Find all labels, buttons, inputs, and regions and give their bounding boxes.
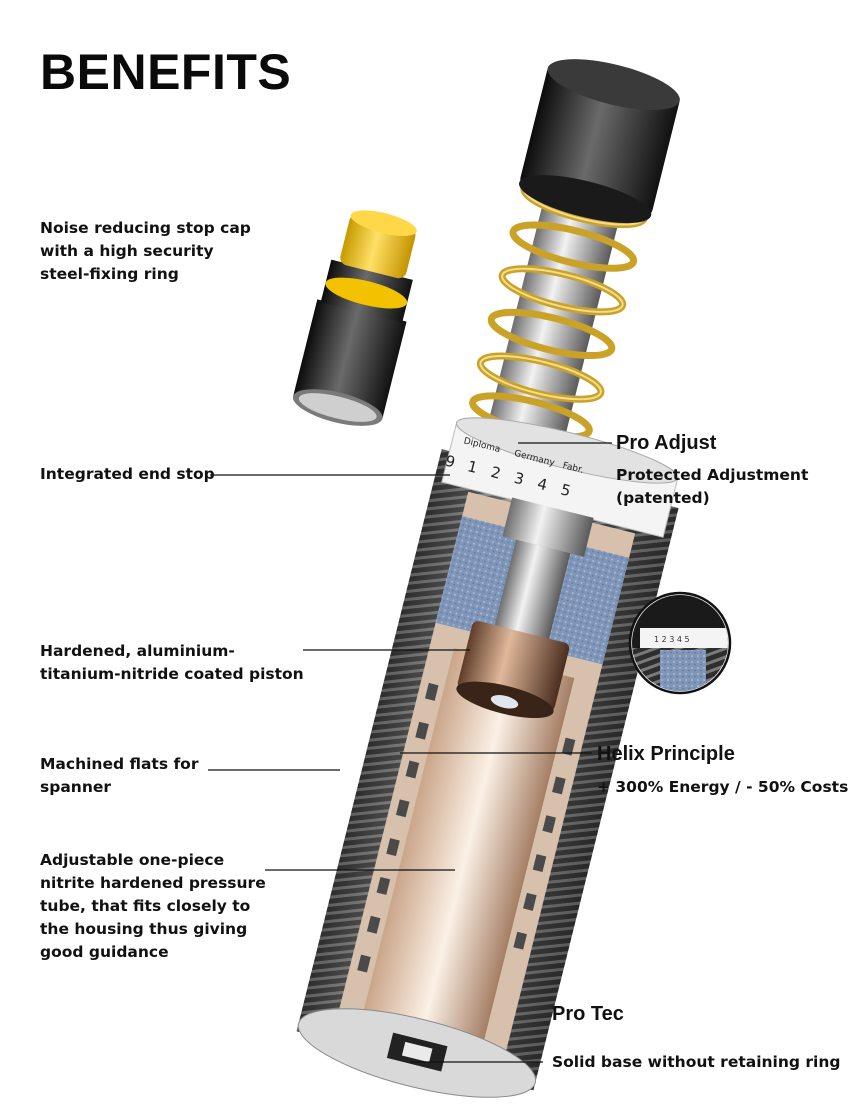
label-stop-cap-line: Noise reducing stop cap bbox=[40, 219, 251, 237]
helix-subtitle: + 300% Energy / - 50% Costs bbox=[597, 778, 848, 796]
main-body bbox=[296, 417, 679, 1098]
pro-adjust-subtitle: Protected Adjustment (patented) bbox=[616, 464, 808, 510]
stop-cap-part bbox=[292, 210, 417, 426]
label-pressure-tube-line: tube, that fits closely to bbox=[40, 897, 251, 915]
inset-scale-numbers: 1 2 3 4 5 bbox=[654, 635, 690, 644]
pro-adjust-subtitle-line: Protected Adjustment bbox=[616, 466, 809, 484]
label-base: Solid base without retaining ring bbox=[552, 1053, 841, 1071]
label-end-stop: Integrated end stop bbox=[40, 463, 215, 486]
label-piston-line: Hardened, aluminium- bbox=[40, 642, 235, 660]
label-piston: Hardened, aluminium- titanium-nitride co… bbox=[40, 640, 304, 686]
label-stop-cap: Noise reducing stop cap with a high secu… bbox=[40, 217, 251, 286]
pro-adjust-subtitle-line: (patented) bbox=[616, 489, 710, 507]
helix-heading: Helix Principle bbox=[597, 743, 735, 765]
label-pressure-tube-line: good guidance bbox=[40, 943, 169, 961]
label-pressure-tube-line: Adjustable one-piece bbox=[40, 851, 225, 869]
label-stop-cap-line: with a high security bbox=[40, 242, 214, 260]
scale-number-4: 4 bbox=[536, 475, 550, 495]
label-pressure-tube-line: nitrite hardened pressure bbox=[40, 874, 266, 892]
pro-adjust-heading: Pro Adjust bbox=[616, 432, 717, 454]
leader-lines bbox=[208, 442, 612, 1063]
pro-tec-heading: Pro Tec bbox=[552, 1003, 624, 1025]
label-flats: Machined flats for spanner bbox=[40, 753, 198, 799]
scale-number-2: 2 bbox=[489, 463, 503, 483]
label-pressure-tube-line: the housing thus giving bbox=[40, 920, 248, 938]
scale-number-0: 9 bbox=[443, 452, 457, 472]
scale-number-5: 5 bbox=[559, 480, 573, 500]
label-flats-line: spanner bbox=[40, 778, 112, 796]
upper-cap-rod-spring bbox=[469, 59, 680, 465]
label-flats-line: Machined flats for bbox=[40, 755, 199, 773]
label-stop-cap-line: steel-fixing ring bbox=[40, 265, 179, 283]
page-title: BENEFITS bbox=[40, 44, 292, 100]
label-piston-line: titanium-nitride coated piston bbox=[40, 665, 304, 683]
scale-number-1: 1 bbox=[466, 457, 480, 477]
label-pressure-tube: Adjustable one-piece nitrite hardened pr… bbox=[40, 849, 266, 964]
scale-number-3: 3 bbox=[512, 469, 526, 489]
label-end-stop-line: Integrated end stop bbox=[40, 465, 215, 483]
